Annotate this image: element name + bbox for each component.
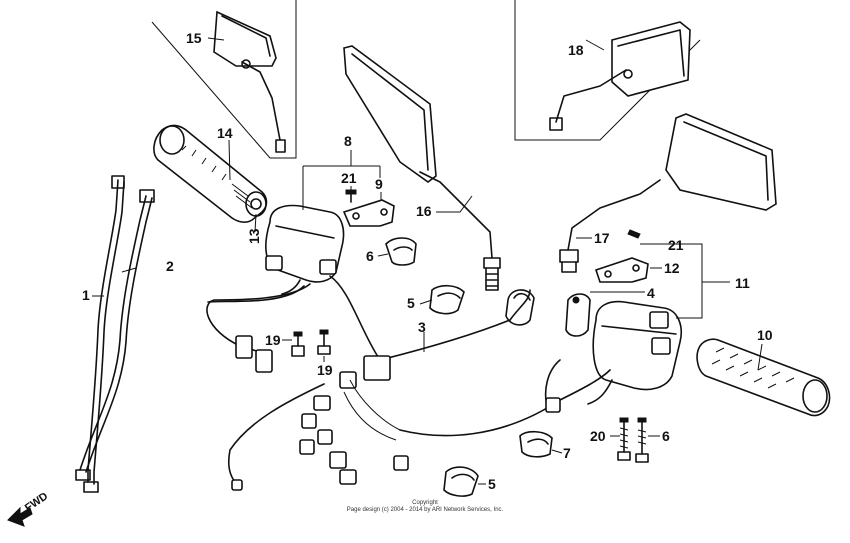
wire-harness xyxy=(206,275,611,491)
throttle-cable-1 xyxy=(83,175,125,493)
copyright-notice: Copyright Page design (c) 2004 - 2014 by… xyxy=(0,500,850,514)
callout-6-upper: 6 xyxy=(366,248,374,264)
leader-lines xyxy=(92,37,763,485)
plate-4 xyxy=(565,293,591,337)
callout-labels: 15 14 13 2 1 8 21 9 16 6 5 3 19 19 18 17… xyxy=(82,30,773,492)
callout-19-left: 19 xyxy=(265,332,281,348)
callout-6-lower: 7 xyxy=(563,445,571,461)
clamp-5-lower xyxy=(443,466,479,497)
callout-4: 4 xyxy=(647,285,655,301)
callout-16: 17 xyxy=(594,230,610,246)
callout-11: 13 xyxy=(246,228,262,244)
callout-1: 1 xyxy=(82,287,90,303)
clamp-6-upper xyxy=(385,237,417,266)
callout-19-right: 6 xyxy=(662,428,670,444)
screw-18 xyxy=(317,329,331,355)
mirror-large-left xyxy=(343,45,501,291)
screw-19-left xyxy=(291,331,305,357)
copyright-line-2: Page design (c) 2004 - 2014 by ARI Netwo… xyxy=(346,507,504,513)
clamp-5-upper xyxy=(429,284,465,315)
copyright-line-1: Copyright xyxy=(412,500,438,506)
callout-14: 16 xyxy=(416,203,432,219)
screw-20 xyxy=(617,417,631,461)
clamp-6-lower xyxy=(519,430,553,458)
callout-13: 10 xyxy=(757,327,773,343)
grip-left xyxy=(153,124,268,223)
callout-8: 9 xyxy=(375,176,383,192)
callout-15: 15 xyxy=(186,30,202,46)
callout-21-right: 21 xyxy=(668,237,684,253)
screw-21-right xyxy=(627,229,641,239)
throttle-cable-2 xyxy=(75,189,155,481)
mirror-large-right xyxy=(559,113,777,273)
callout-10: 12 xyxy=(664,260,680,276)
switch-housing-right xyxy=(587,300,682,405)
bracket-8 xyxy=(342,199,395,227)
screw-19-right xyxy=(635,417,649,463)
callout-3: 3 xyxy=(418,319,426,335)
cable-band xyxy=(505,289,535,326)
callout-18: 19 xyxy=(317,362,333,378)
callout-7: 8 xyxy=(344,133,352,149)
screw-21-upper xyxy=(345,189,357,203)
callout-20: 20 xyxy=(590,428,606,444)
callout-2: 2 xyxy=(166,258,174,274)
mirror-small-right xyxy=(549,21,691,131)
bracket-10 xyxy=(594,257,649,283)
callout-21-left: 21 xyxy=(341,170,357,186)
mirror-small-left xyxy=(213,10,286,153)
switch-housing-left xyxy=(265,204,345,295)
callout-5-lower: 5 xyxy=(488,476,496,492)
option-frame-left xyxy=(151,0,297,159)
grip-right xyxy=(696,338,831,417)
callout-12: 14 xyxy=(217,125,233,141)
callout-9: 11 xyxy=(735,275,750,291)
callout-17: 18 xyxy=(568,42,584,58)
callout-5-upper: 5 xyxy=(407,295,415,311)
